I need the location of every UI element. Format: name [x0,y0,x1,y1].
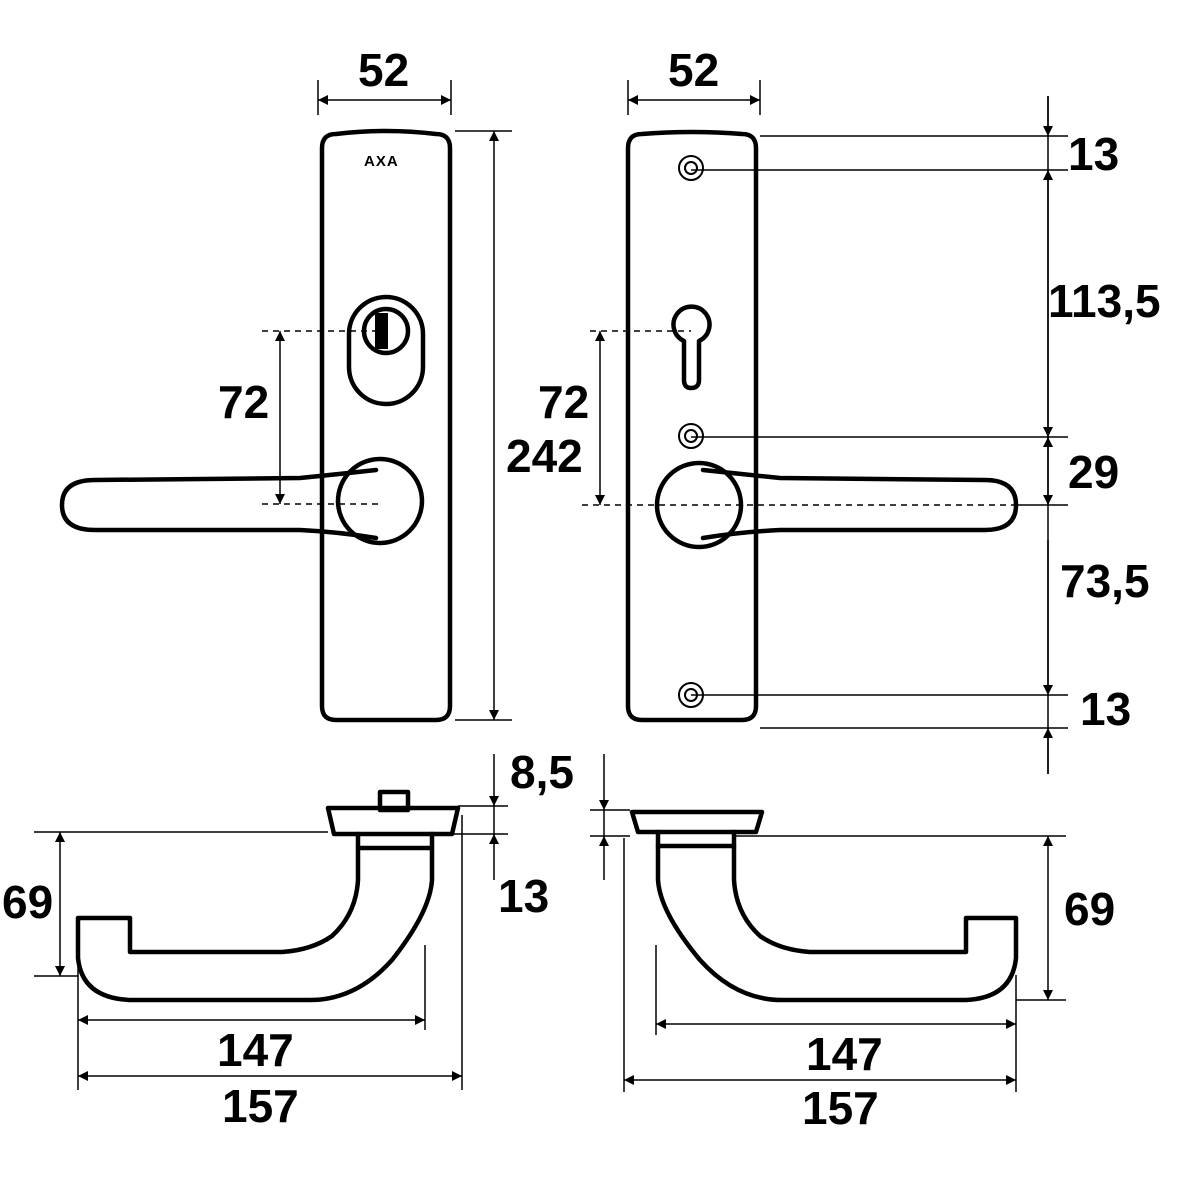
right-lever [700,467,1019,541]
left-69-label: 69 [2,876,53,928]
screw-middle [678,423,704,449]
right-147-label: 147 [806,1028,883,1080]
dim-73-5-label: 73,5 [1060,555,1150,607]
dim-113-5-label: 113,5 [1048,275,1161,327]
right-72-label: 72 [538,376,589,428]
left-backplate [319,128,453,723]
left-52-label: 52 [358,44,409,96]
right-side-view: 69 147 157 [590,754,1115,1134]
left-8-5-label: 8,5 [510,746,574,798]
right-side-rose [629,809,765,835]
left-lever-profile [75,845,435,1003]
right-backplate [625,129,759,723]
right-157-label: 157 [802,1082,879,1134]
right-lever-profile [655,843,1019,1003]
dim-13-top-label: 13 [1068,128,1119,180]
dim-29-label: 29 [1068,446,1119,498]
height-242-label: 242 [506,430,583,482]
left-neck [355,831,435,851]
right-52-label: 52 [668,44,719,96]
left-side-view: 69 147 157 8,5 13 [2,746,574,1132]
left-72-label: 72 [218,376,269,428]
left-lever [59,467,379,541]
wc-rosette [346,294,426,407]
dim-13-bottom-label: 13 [1080,683,1131,735]
left-157-label: 157 [222,1080,299,1132]
right-front-view: 72 242 52 13 113,5 29 73,5 13 [506,44,1161,774]
left-147-label: 147 [217,1024,294,1076]
left-front-view: AXA 72 52 [59,44,512,723]
wc-turn-slot [375,313,388,349]
right-69-label: 69 [1064,883,1115,935]
axa-logo: AXA [364,153,399,170]
screw-top [678,155,704,181]
left-13-label: 13 [498,870,549,922]
right-neck [655,829,737,849]
cylinder-keyhole [671,304,712,391]
left-handle-rose [335,456,425,546]
